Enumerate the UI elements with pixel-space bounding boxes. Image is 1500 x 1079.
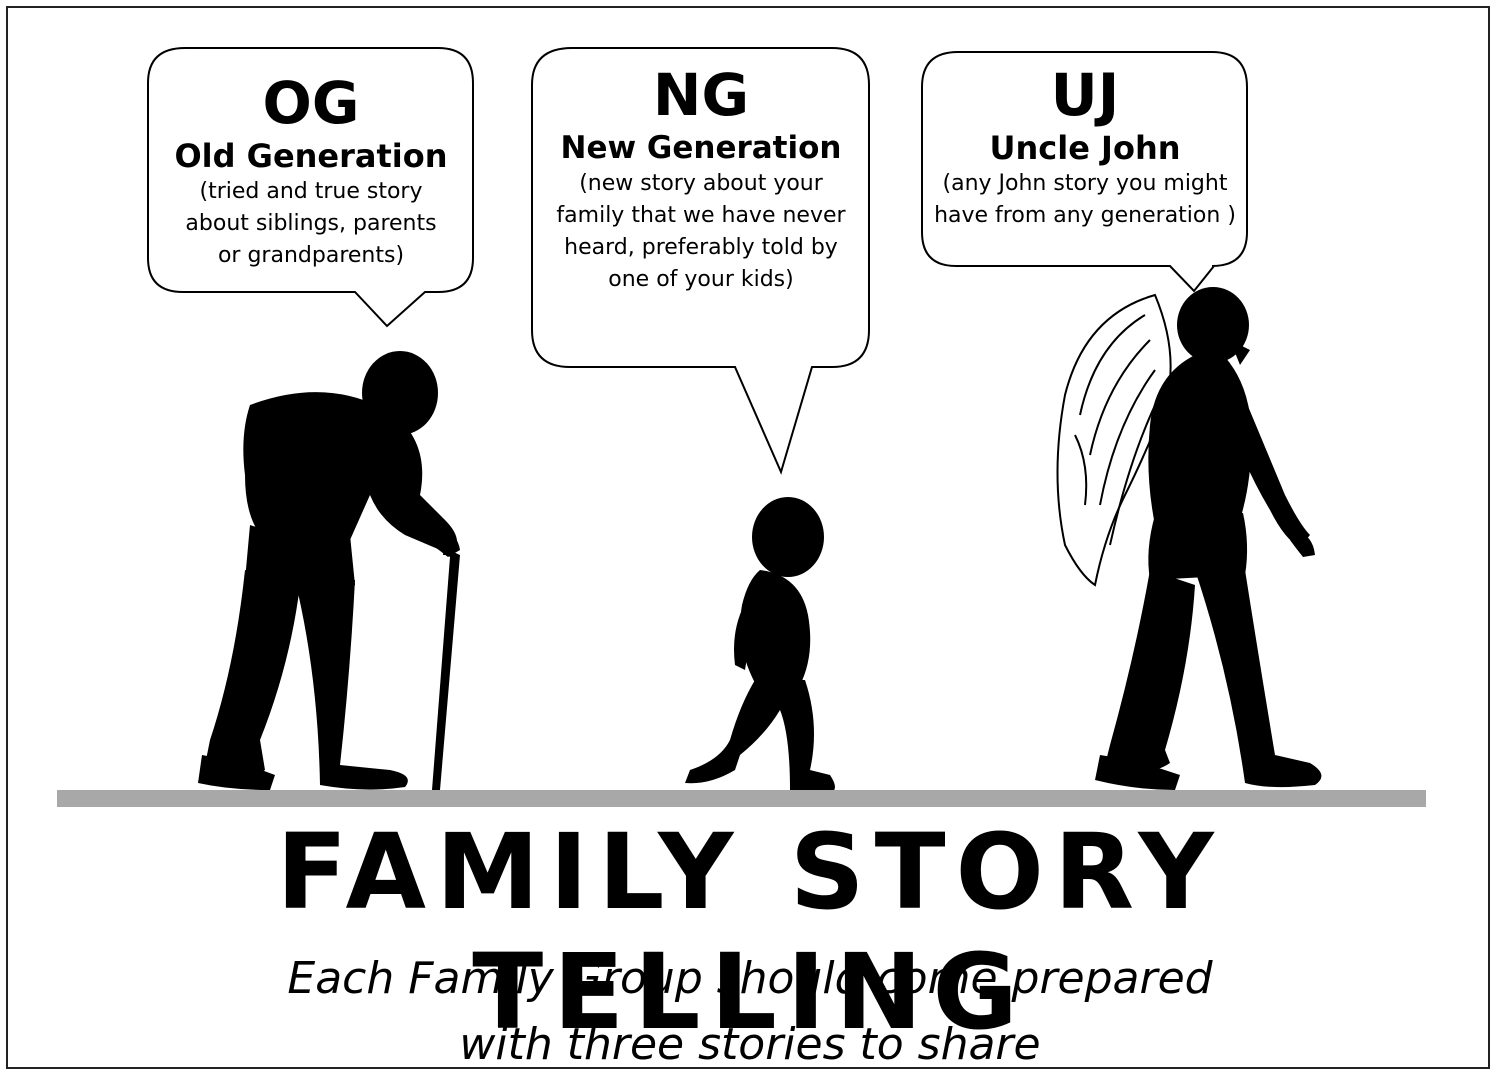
og-desc-line: or grandparents) <box>217 243 405 268</box>
uj-label: Uncle John <box>989 129 1181 167</box>
ng-abbr: NG <box>652 61 750 129</box>
old-man-with-cane-silhouette <box>198 351 460 790</box>
subtitle: Each Family Group should come prepared w… <box>0 946 1500 1078</box>
uj-desc-line: have from any generation ) <box>934 203 1236 228</box>
ng-desc-line: family that we have never <box>556 203 846 228</box>
ng-desc-line: heard, preferably told by <box>564 235 838 260</box>
ng-label: New Generation <box>560 130 842 166</box>
og-desc-line: (tried and true story <box>199 179 423 204</box>
uj-bubble: UJ Uncle John (any John story you might … <box>924 62 1246 232</box>
subtitle-line: with three stories to share <box>459 1019 1041 1070</box>
ng-bubble-outline <box>531 47 870 475</box>
page-title: FAMILY STORY TELLING <box>276 811 1224 1053</box>
walking-man-with-angel-wings-silhouette <box>1056 287 1322 790</box>
uj-abbr: UJ <box>1050 61 1120 129</box>
og-abbr: OG <box>262 69 360 137</box>
walking-child-silhouette <box>685 497 835 793</box>
og-bubble: OG Old Generation (tried and true story … <box>150 70 472 272</box>
ground-line <box>57 790 1426 807</box>
uj-desc-line: (any John story you might <box>942 171 1228 196</box>
og-label: Old Generation <box>174 137 448 175</box>
ng-bubble: NG New Generation (new story about your … <box>534 62 868 296</box>
og-desc-line: about siblings, parents <box>185 211 437 236</box>
ng-desc-line: (new story about your <box>579 171 823 196</box>
subtitle-line: Each Family Group should come prepared <box>287 953 1213 1004</box>
uj-bubble-outline <box>921 51 1248 293</box>
ng-desc-line: one of your kids) <box>608 267 794 292</box>
og-bubble-outline <box>147 47 474 328</box>
page-border <box>6 6 1490 1069</box>
